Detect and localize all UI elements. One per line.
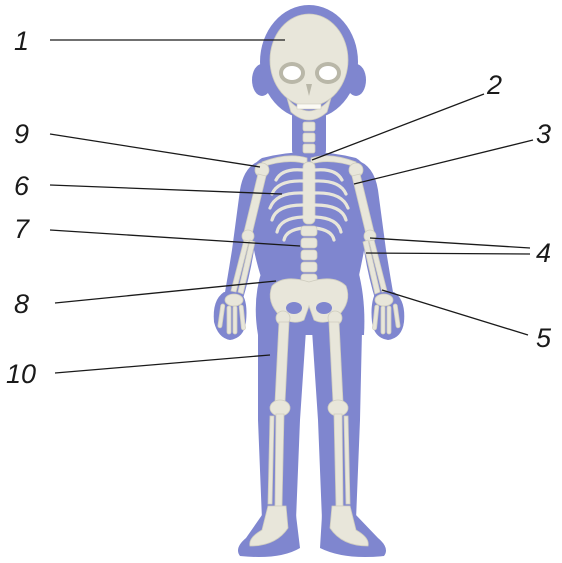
callout-label-1: 1 xyxy=(14,26,29,56)
callout-label-4: 4 xyxy=(536,238,551,268)
leader-line-3 xyxy=(354,140,533,184)
callout-label-3: 3 xyxy=(536,119,551,149)
callout-label-9: 9 xyxy=(14,119,29,149)
callout-label-7: 7 xyxy=(14,214,30,244)
leader-line-4b xyxy=(366,253,530,254)
spine xyxy=(301,226,317,284)
callout-label-5: 5 xyxy=(536,323,552,353)
callout-label-8: 8 xyxy=(14,289,29,319)
skeleton-bones xyxy=(218,14,401,546)
leader-line-9 xyxy=(50,134,260,167)
callout-label-6: 6 xyxy=(14,171,30,201)
sternum xyxy=(303,162,315,224)
leader-line-4a xyxy=(370,238,530,248)
leader-line-10 xyxy=(55,355,270,373)
callout-label-10: 10 xyxy=(6,359,36,389)
callout-label-2: 2 xyxy=(486,70,502,100)
